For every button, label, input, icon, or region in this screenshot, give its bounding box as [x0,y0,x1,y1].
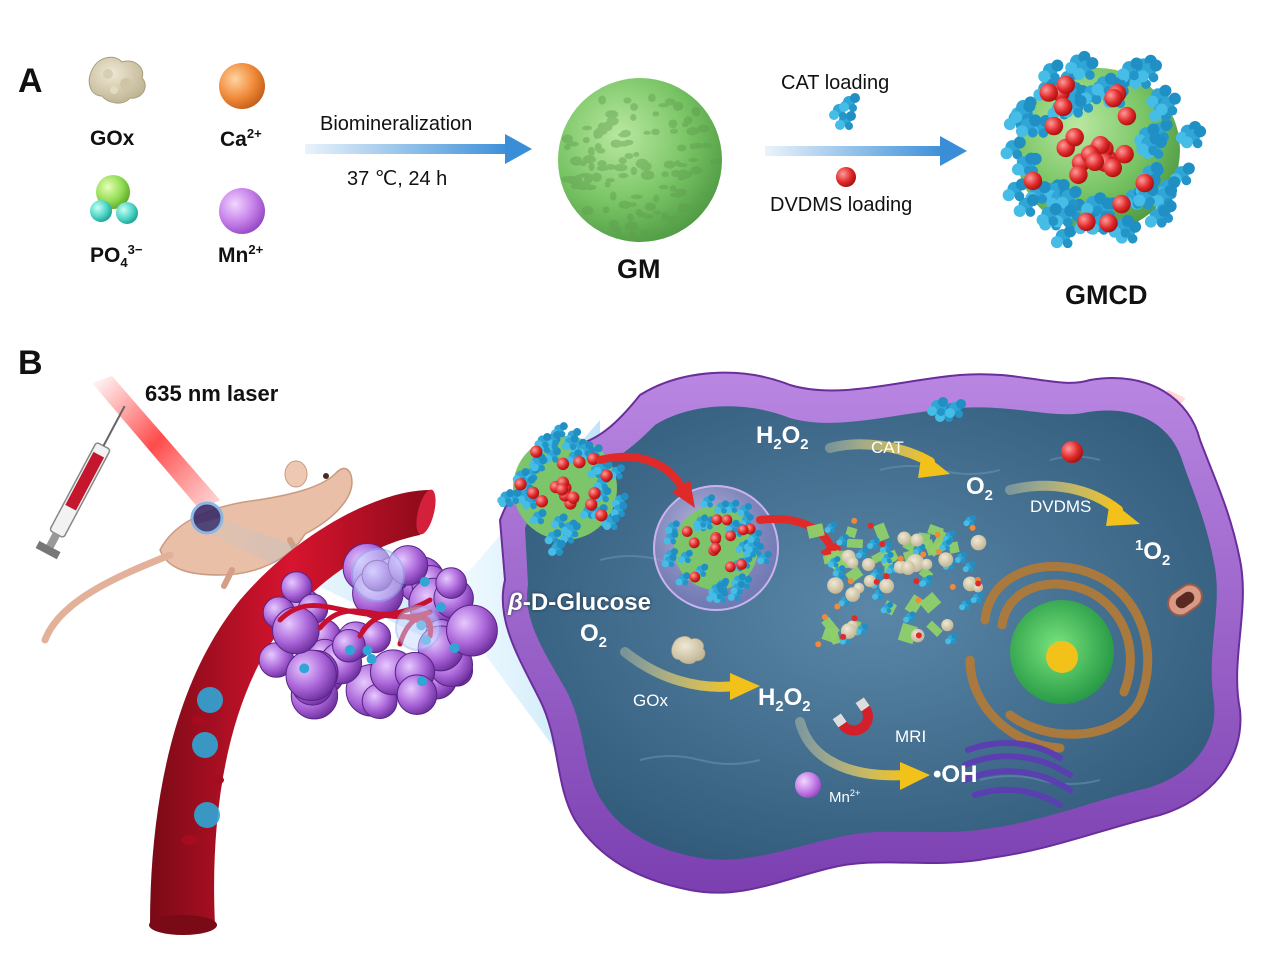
gm-label: GM [617,254,661,284]
gmcd-extracellular [497,422,629,556]
glucose-label: β-D-Glucose [508,589,651,617]
mn-cell-label: Mn2+ [829,788,860,806]
syringe-icon [35,405,126,560]
o2-cat-product-label: O2 [966,473,993,504]
biomineralization-arrow [305,134,532,164]
ca-label-base: Ca [220,128,247,151]
h2o2-top-hsub: 2 [773,436,782,453]
gox-cell-icon [671,636,706,665]
o2-top-base: O [966,473,985,500]
endoplasmic-reticulum [965,561,1153,753]
h2o2-mid-hsub: 2 [775,698,784,715]
gm-nanoparticle [558,78,722,242]
gox-label: GOx [90,127,135,150]
gox-protein-icon [88,56,146,104]
h2o2-mid-o: O [783,684,803,711]
dvdms-loading-label: DVDMS loading [770,194,913,216]
magnet-icon [832,697,873,736]
mn-label-base: Mn [218,244,249,267]
o2-top-sub: 2 [984,487,993,504]
singlet-base: O [1143,538,1162,565]
mn-cell-base: Mn [829,789,850,806]
dvdms-molecule-icon [836,167,856,187]
mn-label-charge: 2+ [248,242,264,257]
biomineralization-label: Biomineralization [320,113,473,135]
gmcd-label: GMCD [1065,280,1148,310]
h2o2-mid-h: H [758,684,776,711]
nucleolus [1046,641,1078,673]
singlet-oxygen-label: 1O2 [1135,538,1170,569]
panel-b-letter: B [18,344,43,382]
ca-label-charge: 2+ [246,126,262,141]
glucose-beta: β [508,589,523,616]
o2-substrate-base: O [580,620,599,647]
hydroxyl-radical-label: •OH [933,761,978,788]
cat-loading-label: CAT loading [781,72,890,94]
cat-protein-icon [829,93,860,130]
h2o2-mid-osub: 2 [802,698,811,715]
loading-arrow [765,136,967,166]
degraded-fragments [806,514,987,648]
lysosome-icon [1167,583,1203,617]
o2-substrate-label: O2 [580,620,607,651]
po4-label-base: PO [90,244,121,267]
h2o2-top-o: O [781,422,801,449]
mn-cell-charge: 2+ [849,788,861,798]
laser-beam-left [92,376,220,510]
yellow-arrows [620,439,1140,790]
condition-label: 37 ℃, 24 h [347,168,448,190]
dvdms-cell-icon [1061,441,1083,463]
golgi-apparatus [962,740,1073,808]
po4-label-subscript: 4 [120,255,128,271]
gox-cell-label: GOx [633,691,668,710]
po4-label: PO43− [90,242,142,270]
tumor-mass [258,543,498,720]
po4-label-charge: 3− [127,242,143,257]
mn-ion-sphere [219,188,265,234]
h2o2-top-h: H [756,422,774,449]
phosphate-cluster-icon [90,175,138,224]
singlet-sup: 1 [1135,538,1144,554]
mri-label: MRI [895,727,927,746]
endosome-with-gmcd [653,485,779,611]
singlet-sub: 2 [1161,552,1171,569]
mouse-illustration [41,460,353,644]
laser-label: 635 nm laser [145,381,279,406]
h2o2-product-label: H2O2 [758,684,811,715]
cat-cell-label: CAT [871,438,904,457]
h2o2-top-osub: 2 [800,436,809,453]
gmcd-nanoparticle [1000,50,1207,249]
ca-label: Ca2+ [220,126,262,152]
ca-ion-sphere [219,63,265,109]
panel-a-letter: A [18,62,43,100]
dvdms-cell-label: DVDMS [1030,497,1092,516]
o2-substrate-sub: 2 [598,634,607,651]
mn-label: Mn2+ [218,242,263,268]
glucose-name: -D-Glucose [522,589,651,616]
mn-ion-cell-sphere [795,772,821,798]
h2o2-cat-label: H2O2 [756,422,809,453]
